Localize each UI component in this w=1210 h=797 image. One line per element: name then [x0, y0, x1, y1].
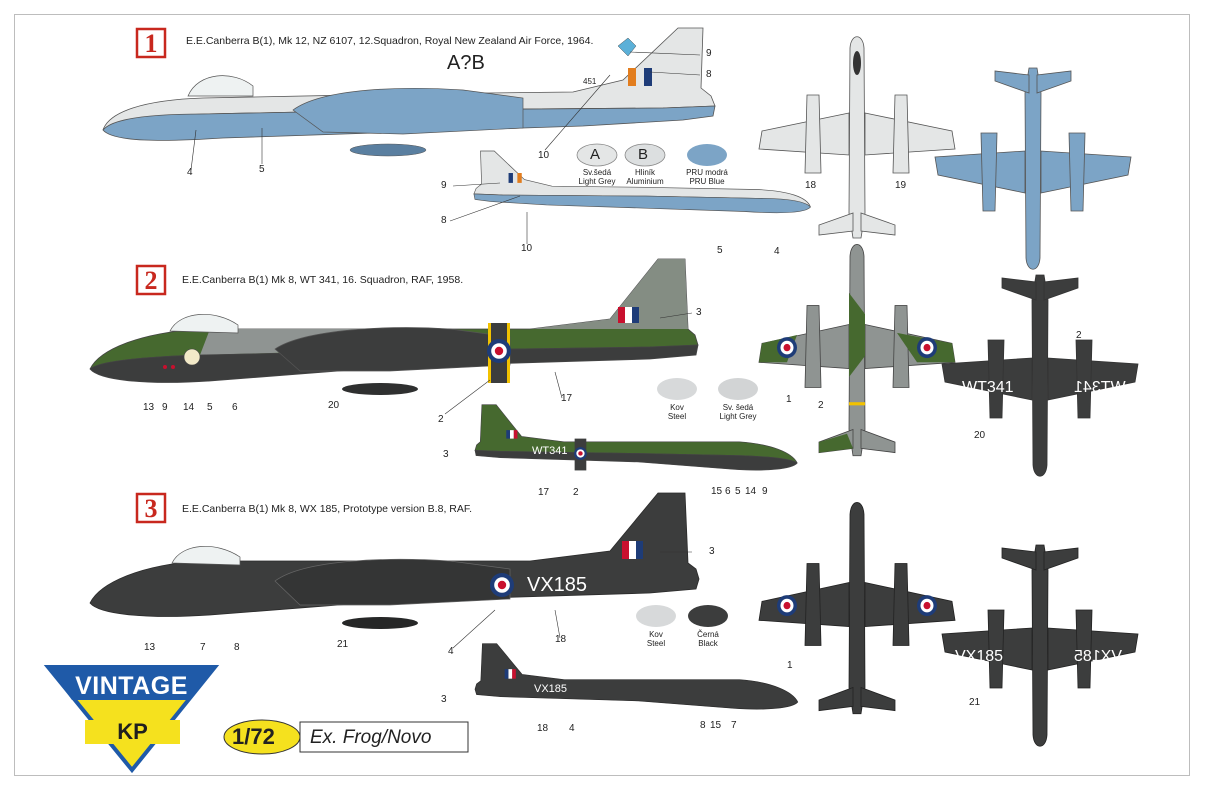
- callout: 20: [328, 400, 340, 411]
- callout: 3: [443, 449, 449, 460]
- swatch-letter-b: B: [638, 146, 649, 163]
- badge-number: 1: [145, 29, 158, 58]
- scale-badge: [223, 719, 469, 755]
- callout: 10: [538, 150, 550, 161]
- callout: 2: [1076, 330, 1082, 341]
- aircraft-bottom-1: [934, 67, 1132, 270]
- vintage-kp-logo: [43, 665, 220, 774]
- callout: 4: [569, 723, 575, 734]
- serial-side-small-2: WT341: [532, 445, 568, 457]
- callout: 7: [200, 642, 206, 653]
- callout: 6: [232, 402, 238, 413]
- callout: 21: [969, 697, 981, 708]
- serial-wing-left-3: VX185: [955, 648, 1004, 665]
- callout: 15: [711, 486, 723, 497]
- logo-top-text: VINTAGE: [75, 672, 188, 700]
- callout: 18: [555, 634, 567, 645]
- scheme-badge-2: 2: [135, 264, 167, 296]
- callout: 8: [706, 69, 712, 80]
- callout: 9: [162, 402, 168, 413]
- callout: 5: [207, 402, 213, 413]
- serial-side-small-3: VX185: [534, 683, 568, 695]
- scheme-2-title: E.E.Canberra B(1) Mk 8, WT 341, 16. Squa…: [182, 274, 464, 286]
- callout: 17: [561, 393, 573, 404]
- aircraft-side-2-large: [89, 258, 699, 395]
- callout: 19: [895, 180, 907, 191]
- callout: 3: [441, 694, 447, 705]
- callout: 18: [805, 180, 817, 191]
- svg-text:3: 3: [145, 494, 158, 523]
- aircraft-side-1-large: 451: [102, 27, 716, 157]
- aircraft-top-3: [758, 501, 956, 715]
- callout: 10: [521, 243, 533, 254]
- aircraft-bottom-2: [941, 274, 1139, 477]
- aircraft-bottom-3: [941, 544, 1139, 747]
- callout: 13: [144, 642, 156, 653]
- swatch-circles: [576, 143, 758, 627]
- serial-side-3: VX185: [527, 574, 588, 596]
- aircraft-side-2-small: [474, 404, 798, 471]
- callout: 7: [731, 720, 737, 731]
- scale-ratio: 1/72: [232, 724, 275, 749]
- callout: 8: [234, 642, 240, 653]
- callout: 5: [717, 245, 723, 256]
- callout: 9: [762, 486, 768, 497]
- svg-text:451: 451: [583, 77, 597, 86]
- callout: 5: [259, 164, 265, 175]
- callout: 6: [725, 486, 731, 497]
- callout: 1: [786, 394, 792, 405]
- aircraft-side-1-small: [473, 150, 811, 214]
- callout: 9: [706, 48, 712, 59]
- callout: 4: [187, 167, 193, 178]
- callout: 8: [700, 720, 706, 731]
- aircraft-side-3-large: [89, 492, 700, 629]
- callout: 20: [974, 430, 986, 441]
- callout: 5: [735, 486, 741, 497]
- callout: 15: [710, 720, 722, 731]
- callout: 2: [818, 400, 824, 411]
- scheme-badge-3: 3: [135, 492, 167, 524]
- sheet-frame: [14, 14, 1190, 776]
- logo-bottom-text: KP: [117, 719, 148, 744]
- callout: 1: [787, 660, 793, 671]
- callout: 17: [538, 487, 550, 498]
- callout: 4: [774, 246, 780, 257]
- callout: 14: [183, 402, 195, 413]
- callout: 3: [709, 546, 715, 557]
- scheme-3-title: E.E.Canberra B(1) Mk 8, WX 185, Prototyp…: [182, 503, 473, 515]
- scheme-badge-1: 1: [135, 27, 167, 59]
- aircraft-side-3-small: [474, 643, 799, 710]
- callout-leaders: [190, 51, 701, 649]
- serial-wing-left-2: WT341: [962, 379, 1014, 396]
- callout: 4: [448, 646, 454, 657]
- serial-wing-right-2: WT341: [1074, 379, 1126, 396]
- aircraft-top-2: [758, 243, 956, 457]
- callout: 18: [537, 723, 549, 734]
- callout: 13: [143, 402, 155, 413]
- callout: 21: [337, 639, 349, 650]
- scheme-1-title: E.E.Canberra B(1), Mk 12, NZ 6107, 12.Sq…: [186, 35, 594, 47]
- aircraft-top-1: [758, 36, 956, 239]
- serial-wing-right-3: VX185: [1074, 648, 1123, 665]
- fin-code: A?B: [447, 52, 485, 74]
- callout: 2: [438, 414, 444, 425]
- callout: 3: [696, 307, 702, 318]
- swatch-letter-a: A: [590, 146, 601, 163]
- scale-note: Ex. Frog/Novo: [310, 727, 432, 748]
- callout: 9: [441, 180, 447, 191]
- callout: 2: [573, 487, 579, 498]
- callout: 8: [441, 215, 447, 226]
- svg-text:2: 2: [145, 266, 158, 295]
- callout: 14: [745, 486, 757, 497]
